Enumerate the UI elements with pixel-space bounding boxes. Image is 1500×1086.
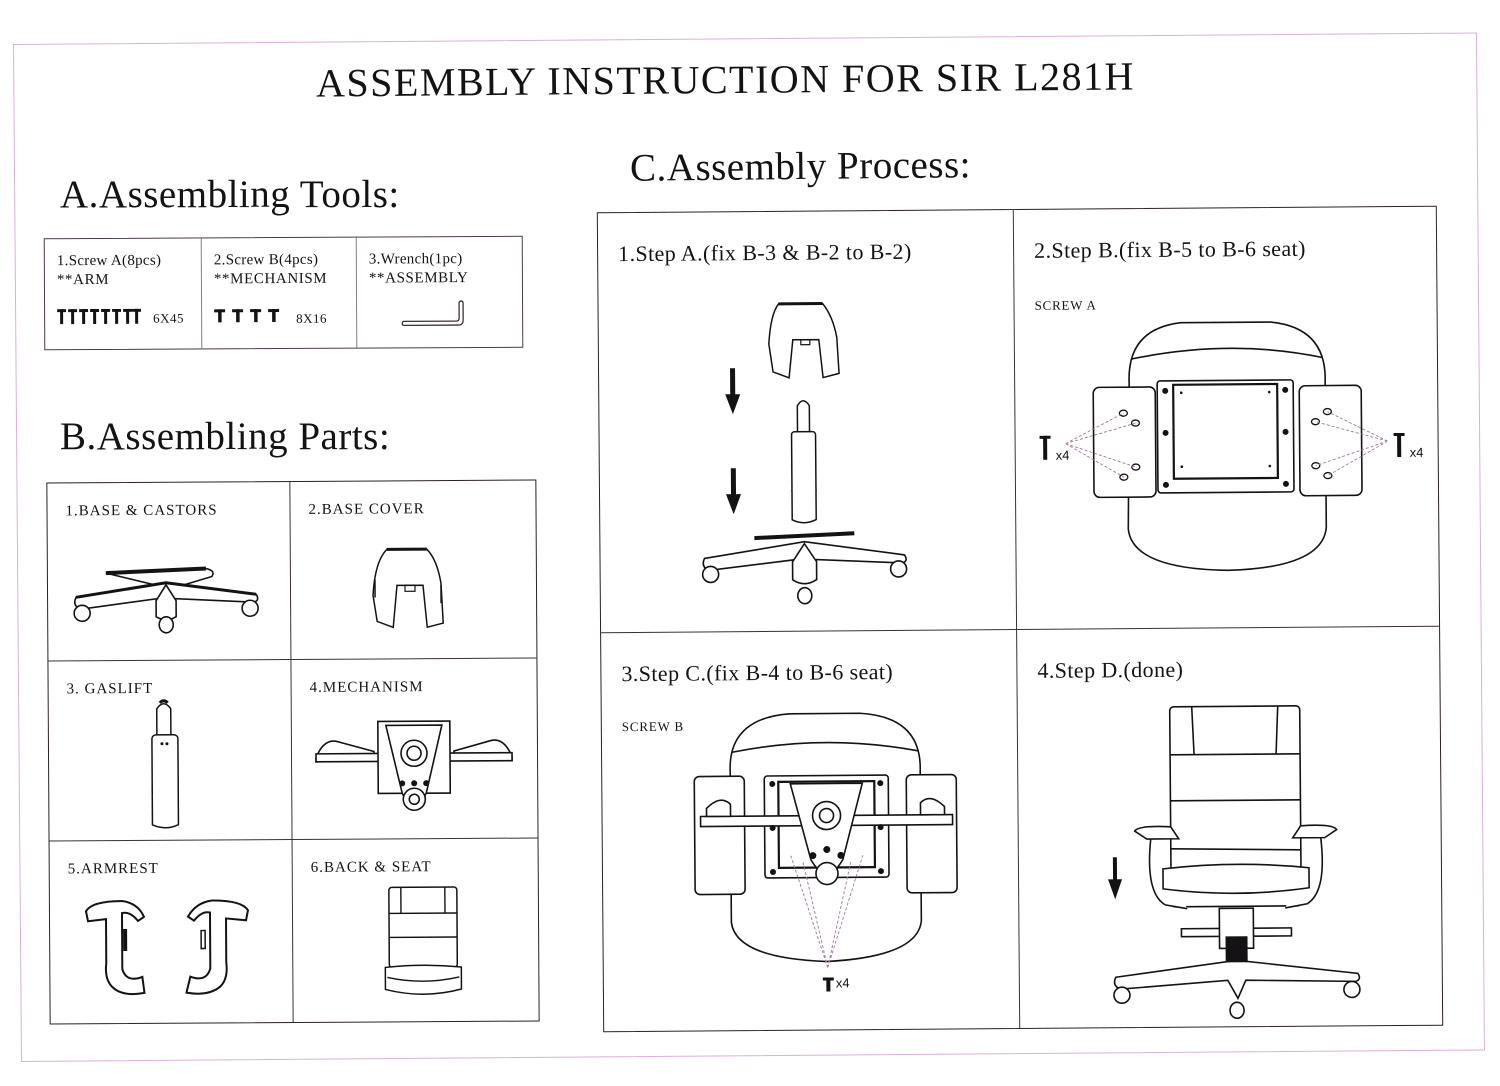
part-label: 1.BASE & CASTORS [65,502,218,520]
tool-usage: **ARM [56,271,110,289]
screw-qty-right: x4 [1409,444,1424,460]
screw-qty: x4 [835,975,850,991]
step-b-diagram [1039,321,1405,572]
down-arrow-icon [725,368,742,515]
chair-base-icon [701,531,908,605]
assembled-chair-icon [1108,705,1361,1020]
parts-heading: B.Assembling Parts: [60,415,391,458]
gaslift-icon [151,699,180,829]
screw-label: SCREW A [1034,297,1097,313]
part-gaslift: 3. GASLIFT [48,660,293,842]
tool-screw-a: 1.Screw A(8pcs) **ARM 6X45 [44,238,203,350]
tools-table: 1.Screw A(8pcs) **ARM 6X45 2.Screw B(4pc… [43,235,524,351]
step-c: 3.Step C.(fix B-4 to B-6 seat) SCREW B [601,630,1021,1032]
screw-icon [214,308,282,324]
tool-spec: 6X45 [153,310,185,326]
document-title: ASSEMBLY INSTRUCTION FOR SIR L281H [315,53,1136,106]
tools-heading: A.Assembling Tools: [60,173,400,216]
base-cover-icon [768,302,840,379]
step-a-diagram [701,302,908,605]
tool-wrench: 3.Wrench(1pc) **ASSEMBLY [357,237,523,348]
step-b: 2.Step B.(fix B-5 to B-6 seat) SCREW A [1013,206,1440,631]
step-label: 1.Step A.(fix B-3 & B-2 to B-2) [618,238,912,267]
part-label: 5.ARMREST [67,860,159,878]
chair-base-icon [73,566,259,634]
process-heading: C.Assembly Process: [629,143,972,190]
part-label: 4.MECHANISM [309,679,424,696]
part-mechanism: 4.MECHANISM [291,658,538,841]
step-label: 3.Step C.(fix B-4 to B-6 seat) [621,658,894,687]
part-armrest: 5.ARMREST [49,840,294,1024]
tool-name: 3.Wrench(1pc) [368,251,463,268]
down-arrow-icon [1108,857,1123,900]
screw-label: SCREW B [621,718,684,735]
parts-grid: 1.BASE & CASTORS 2.BASE COVER 3. GASLIFT [46,479,540,1025]
step-c-diagram [693,712,958,992]
part-base-cover: 2.BASE COVER [290,480,537,661]
part-label: 3. GASLIFT [66,680,154,698]
screw-icon [822,977,834,992]
step-label: 4.Step D.(done) [1037,656,1184,683]
part-base-castors: 1.BASE & CASTORS [47,482,292,662]
part-back-seat: 6.BACK & SEAT [293,839,539,1022]
gaslift-icon [790,399,817,524]
tool-usage: **ASSEMBLY [368,270,469,287]
process-grid: 1.Step A.(fix B-3 & B-2 to B-2) [596,205,1444,1033]
mechanism-icon [315,720,513,812]
armrest-icon [84,899,250,996]
step-a: 1.Step A.(fix B-3 & B-2 to B-2) [597,210,1018,634]
part-label: 2.BASE COVER [308,501,425,518]
tool-name: 2.Screw B(4pcs) [213,251,319,269]
step-d: 4.Step D.(done) [1017,627,1442,1028]
step-label: 2.Step B.(fix B-5 to B-6 seat) [1034,235,1306,263]
allen-wrench-icon [401,300,464,327]
tool-name: 1.Screw A(8pcs) [56,252,162,270]
screw-qty-left: x4 [1055,447,1070,463]
screw-icon [1039,432,1405,460]
tool-screw-b: 2.Screw B(4pcs) **MECHANISM 8X16 [201,237,358,349]
back-seat-icon [384,886,463,995]
tool-spec: 8X16 [296,310,328,326]
tool-usage: **MECHANISM [213,270,328,288]
screw-icon [57,308,142,325]
base-cover-icon [372,547,444,629]
part-label: 6.BACK & SEAT [310,859,432,876]
